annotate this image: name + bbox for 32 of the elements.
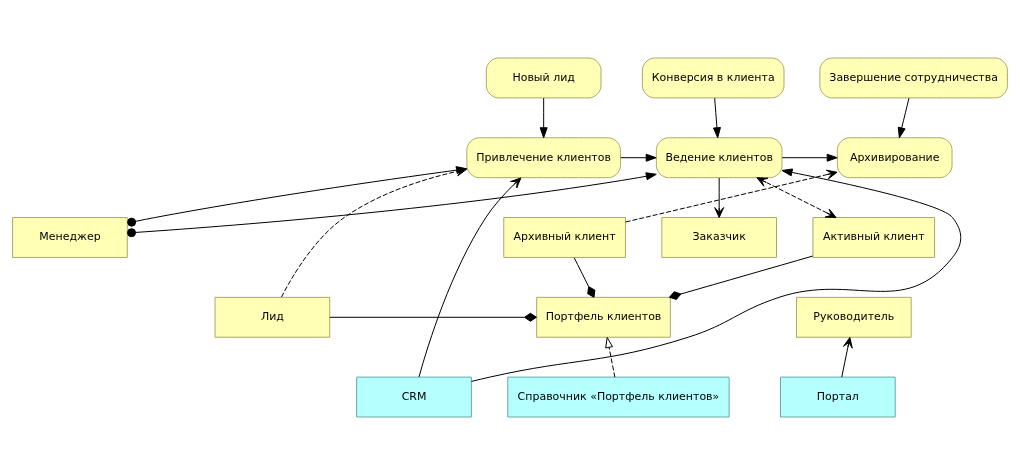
node-box: Активный клиент <box>812 217 936 258</box>
arrow <box>620 153 657 162</box>
node-box: CRM <box>356 376 472 418</box>
connector <box>329 312 537 322</box>
arrow <box>127 172 657 238</box>
arrow <box>781 153 838 162</box>
node-box: Новый лид <box>485 57 602 99</box>
arrow <box>418 177 522 378</box>
arrow <box>625 169 838 223</box>
arrow <box>756 177 837 219</box>
connector <box>668 255 814 300</box>
node-box: Завершение сотрудничества <box>819 57 1008 99</box>
node-box: Справочник «Портфель клиентов» <box>507 376 730 418</box>
arrow <box>605 337 616 378</box>
arrow <box>714 177 725 218</box>
node-box: Архивирование <box>836 137 953 179</box>
arrow <box>470 168 962 382</box>
node-box: Руководитель <box>795 296 912 338</box>
arrow <box>713 97 721 139</box>
node-box: Привлечение клиентов <box>466 137 621 179</box>
node-box: Ведение клиентов <box>655 137 783 179</box>
node-box: Заказчик <box>661 217 777 258</box>
node-box: Лид <box>214 296 331 338</box>
arrow <box>539 97 548 139</box>
node-box: Конверсия в клиента <box>641 57 785 99</box>
node-box: Портал <box>780 376 896 418</box>
node-box: Портфель клиентов <box>536 296 671 338</box>
arrow <box>841 337 853 378</box>
node-box: Архивный клиент <box>503 217 626 258</box>
arrow <box>897 97 910 139</box>
connector <box>573 257 596 298</box>
node-box: Менеджер <box>12 217 128 258</box>
